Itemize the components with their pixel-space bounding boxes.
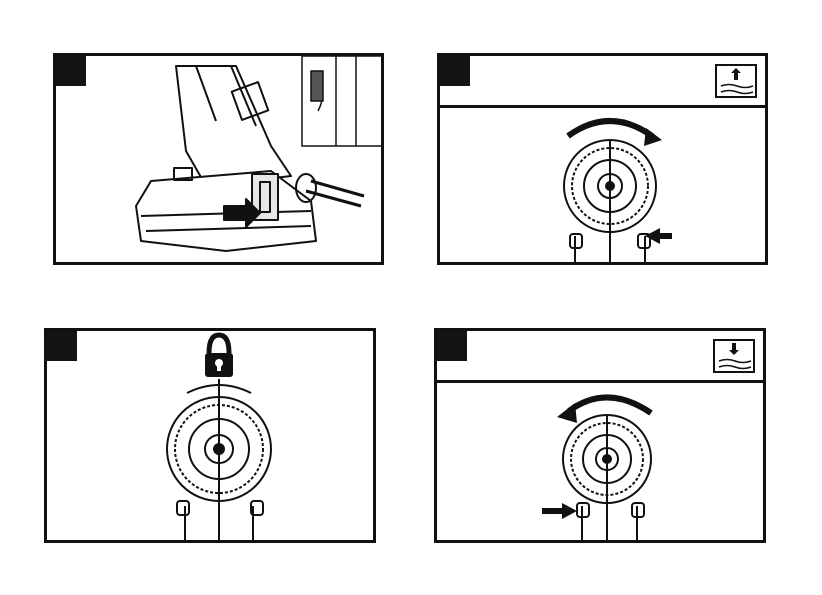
chuck-illustration	[47, 331, 376, 543]
battery-insert-illustration	[56, 56, 384, 265]
panel-1	[53, 53, 384, 265]
chuck-illustration	[437, 331, 766, 543]
panel-3	[44, 328, 376, 543]
chuck-illustration	[440, 56, 768, 265]
panel-2	[437, 53, 768, 265]
panel-4	[434, 328, 766, 543]
